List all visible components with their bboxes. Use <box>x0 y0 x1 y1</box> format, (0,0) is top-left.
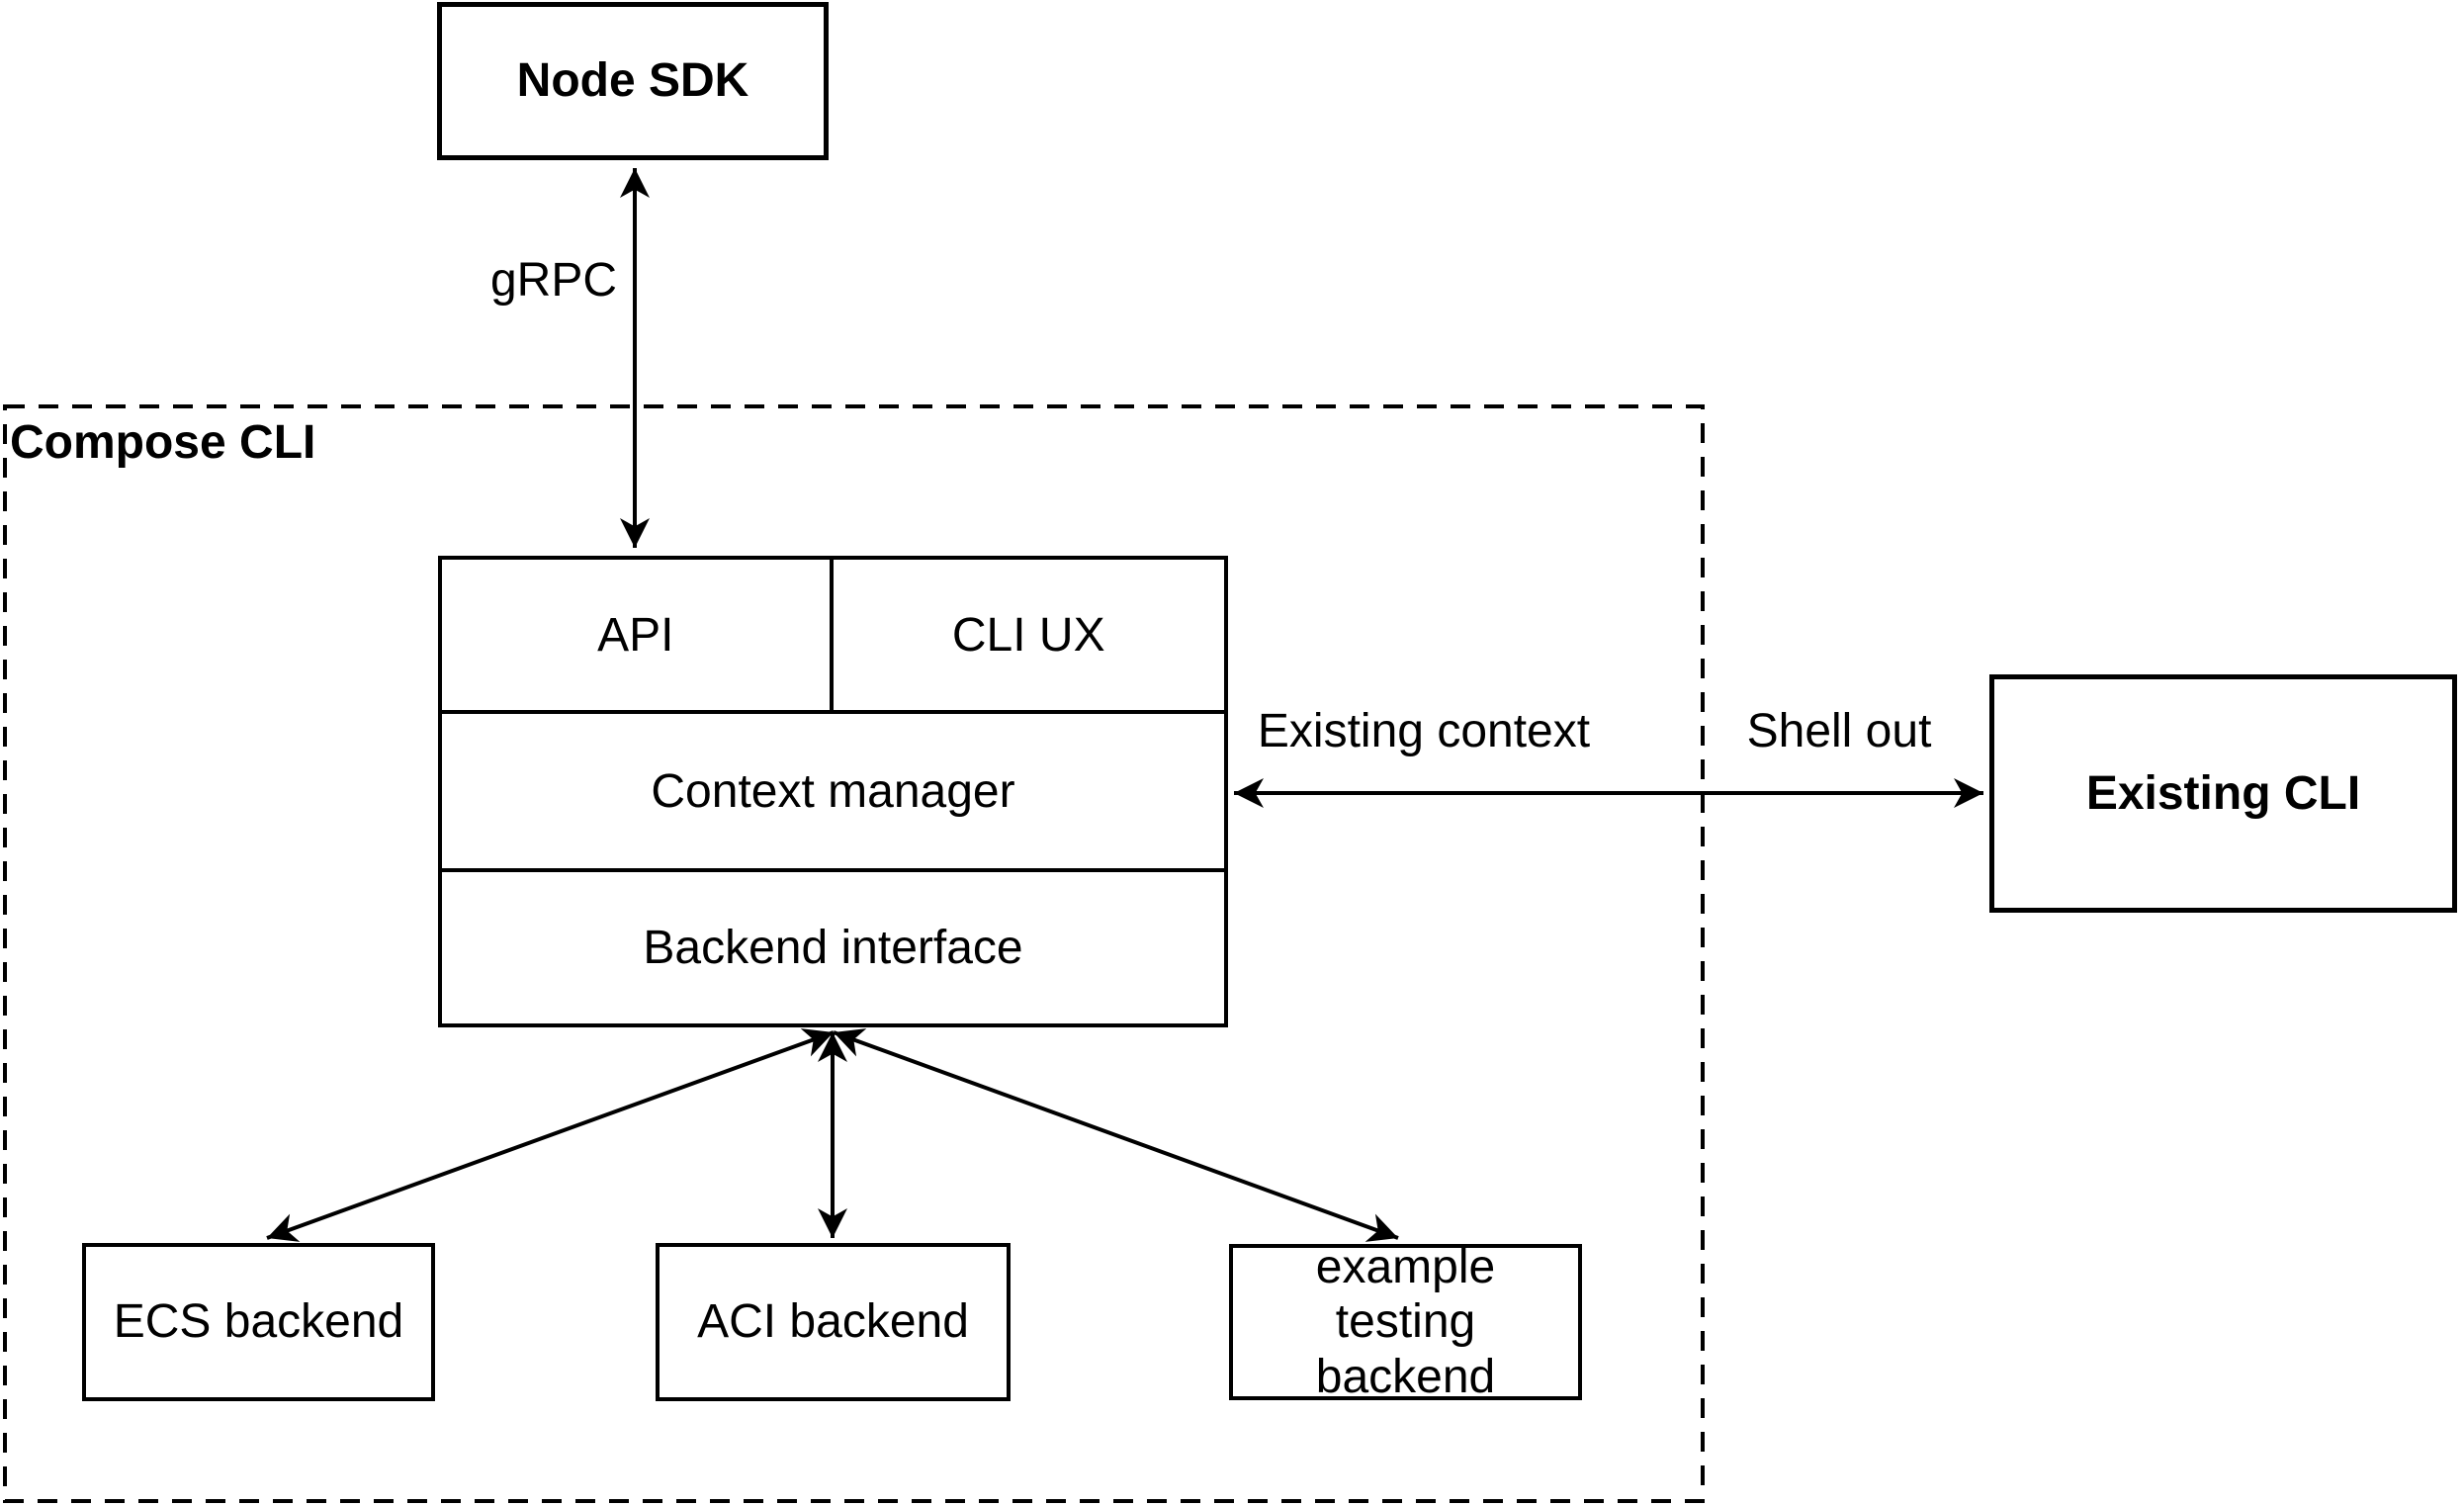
existing-context-edge-label: Existing context <box>1257 704 1591 758</box>
shell-out-edge-label: Shell out <box>1746 704 1932 758</box>
ecs-backend-box: ECS backend <box>82 1243 435 1401</box>
cli-ux-label: CLI UX <box>951 608 1105 662</box>
context-manager-label: Context manager <box>651 764 1015 818</box>
backend-interface-box: Backend interface <box>442 872 1224 1023</box>
compose-cli-stack: API CLI UX Context manager Backend inter… <box>438 556 1228 1027</box>
aci-backend-label: ACI backend <box>697 1295 969 1349</box>
stack-top-row: API CLI UX <box>442 560 1224 714</box>
context-manager-box: Context manager <box>442 714 1224 872</box>
example-testing-backend-box: example testing backend <box>1229 1241 1582 1403</box>
grpc-edge-label: gRPC <box>489 253 618 308</box>
ecs-backend-arrow <box>266 1028 835 1242</box>
existing-cli-box: Existing CLI <box>1989 674 2457 913</box>
node-sdk-label: Node SDK <box>516 54 749 108</box>
api-label: API <box>597 608 674 662</box>
aci-backend-box: ACI backend <box>656 1243 1011 1401</box>
node-sdk-box: Node SDK <box>437 2 829 160</box>
ecs-backend-label: ECS backend <box>113 1295 404 1349</box>
compose-cli-container-label: Compose CLI <box>10 415 316 470</box>
api-box: API <box>442 560 834 710</box>
existing-cli-label: Existing CLI <box>2085 766 2361 820</box>
cli-ux-box: CLI UX <box>834 560 1225 710</box>
example-backend-arrow <box>833 1028 1399 1242</box>
example-testing-backend-label: example testing backend <box>1315 1241 1496 1403</box>
backend-interface-label: Backend interface <box>643 922 1023 974</box>
